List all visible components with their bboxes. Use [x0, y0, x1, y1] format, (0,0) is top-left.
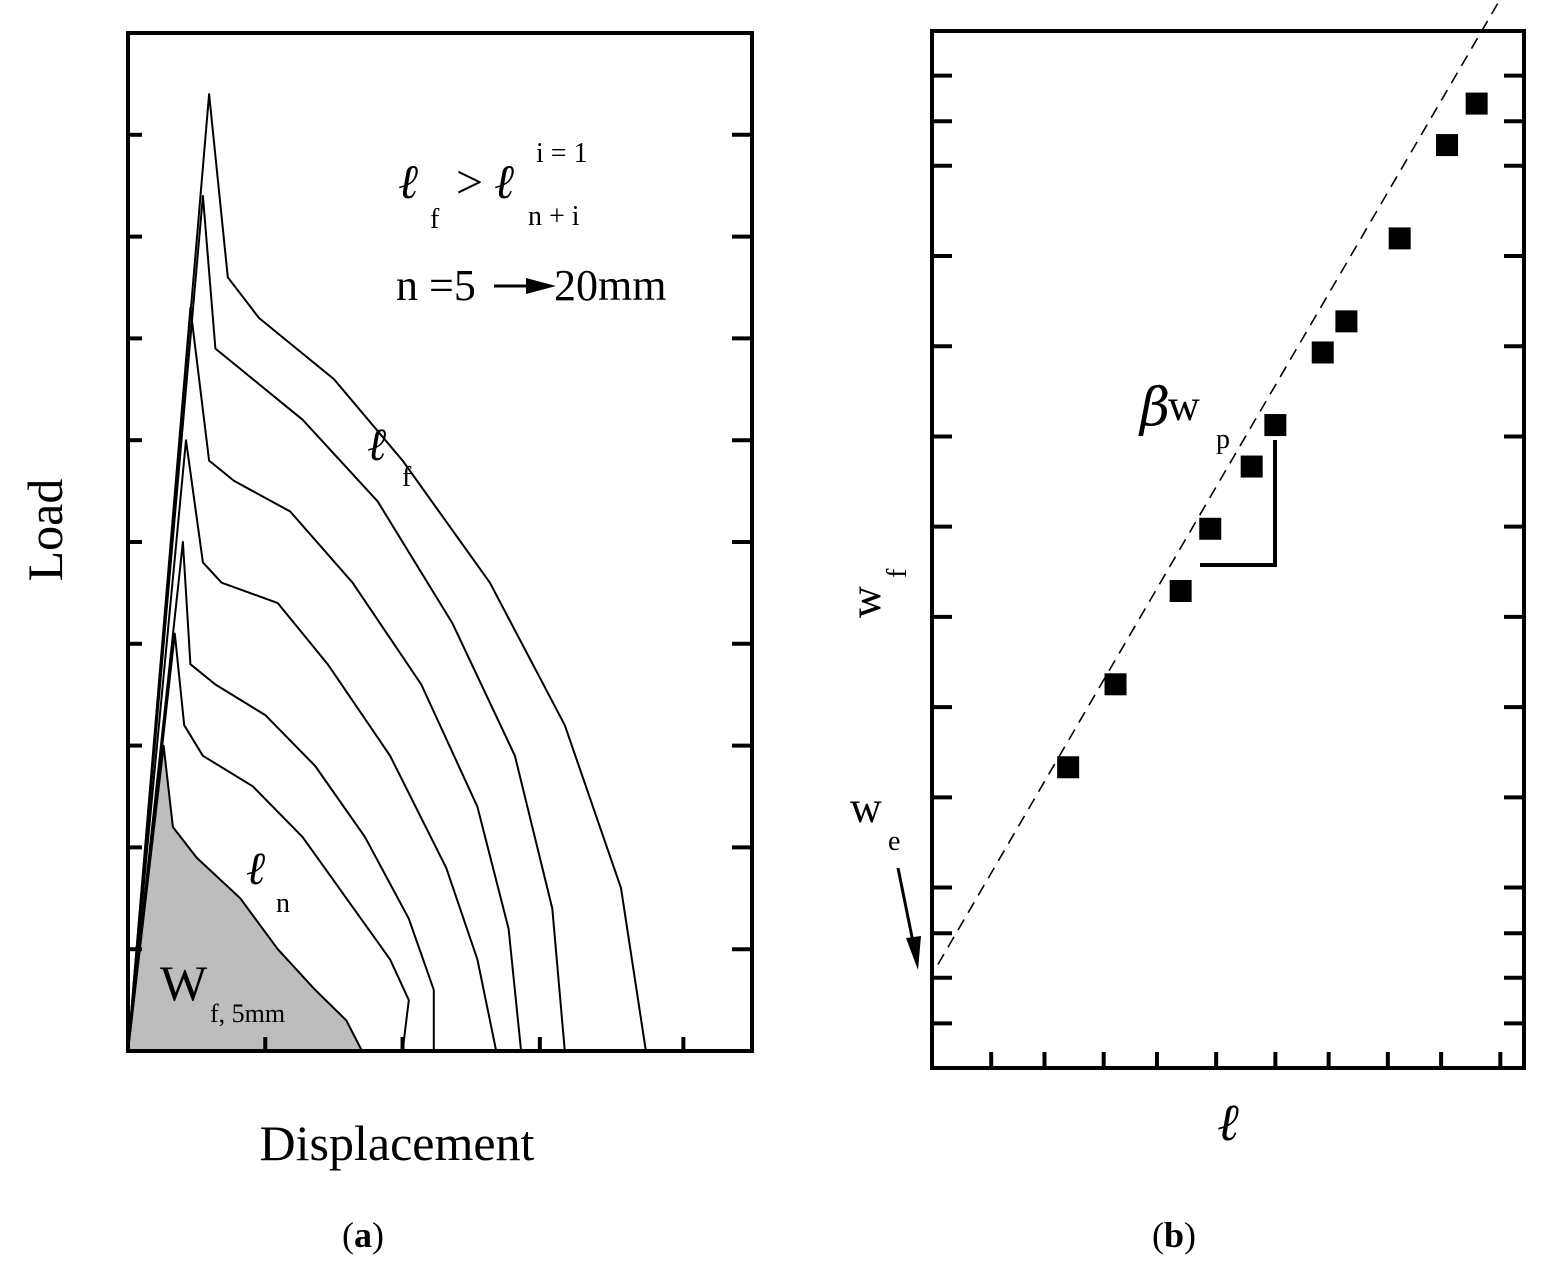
load-curve-4 [127, 439, 498, 1052]
slope-label: β w p [1138, 378, 1230, 455]
svg-text:f: f [882, 568, 913, 578]
panel-a-frame [126, 31, 754, 1053]
y-axis-label: w f [841, 568, 913, 618]
data-point-4 [1199, 517, 1222, 540]
svg-text:20mm: 20mm [554, 261, 666, 310]
x-axis-label: ℓ [1217, 1093, 1239, 1153]
svg-text:(b): (b) [1152, 1215, 1196, 1255]
svg-text:ℓ: ℓ [246, 841, 266, 895]
load-curve-3 [127, 541, 435, 1052]
data-point-1 [1057, 756, 1080, 779]
panel-a: Load Displacement ℓ f > ℓ i = 1 n + i n … [17, 31, 754, 1171]
data-point-5 [1240, 455, 1263, 478]
panel-label-b: (b) [1152, 1215, 1196, 1255]
range-arrow-head [526, 278, 556, 294]
shaded-area-5mm [128, 745, 362, 1051]
data-point-7 [1311, 341, 1334, 364]
panel-b-ticks [932, 73, 1524, 1068]
svg-text:n =5: n =5 [396, 261, 476, 310]
svg-text:(a): (a) [342, 1215, 384, 1255]
svg-text:ℓ: ℓ [367, 417, 387, 471]
intercept-arrow-head [906, 936, 921, 970]
load-curve-7 [127, 93, 647, 1052]
load-curve-2 [127, 632, 410, 1052]
fit-line [937, 0, 1501, 965]
load-curves [127, 93, 647, 1052]
svg-text:f: f [402, 462, 412, 493]
range-annotation: n =5 20mm [396, 261, 666, 310]
panel-b: β w p w f w e ℓ [841, 0, 1526, 1153]
curve-label-lf: ℓ f [367, 417, 412, 493]
panel-a-ticks [128, 132, 752, 1051]
data-points [1057, 92, 1488, 779]
data-point-6 [1264, 414, 1287, 437]
svg-text:p: p [1216, 424, 1230, 455]
y-axis-label: Load [17, 479, 73, 582]
panel-b-frame [930, 29, 1526, 1070]
intercept-label: w e [850, 783, 900, 857]
data-point-9 [1388, 227, 1411, 250]
svg-text:W: W [160, 955, 208, 1011]
svg-text:ℓ: ℓ [398, 154, 418, 210]
data-point-11 [1465, 92, 1488, 115]
curve-label-ln: ℓ n [246, 841, 290, 919]
svg-text:w: w [850, 783, 882, 832]
svg-text:f, 5mm: f, 5mm [210, 999, 285, 1028]
svg-text:β: β [1138, 378, 1170, 438]
svg-text:w: w [841, 586, 890, 618]
svg-text:i = 1: i = 1 [536, 138, 588, 169]
svg-text:f: f [430, 204, 440, 235]
svg-text:n + i: n + i [528, 201, 580, 232]
svg-text:e: e [888, 826, 900, 857]
data-point-10 [1436, 134, 1459, 157]
inequality-annotation: ℓ f > ℓ i = 1 n + i [398, 138, 588, 235]
intercept-arrow-line [896, 867, 915, 943]
svg-text:w: w [1168, 381, 1200, 430]
load-curve-6 [127, 194, 566, 1052]
data-point-3 [1169, 579, 1192, 602]
data-point-2 [1104, 673, 1127, 696]
x-axis-label: Displacement [260, 1115, 535, 1171]
data-point-8 [1335, 310, 1358, 333]
load-curve-1 [127, 744, 363, 1052]
panel-label-a: (a) [342, 1215, 384, 1255]
svg-text:>: > [456, 156, 483, 209]
area-label: W f, 5mm [160, 955, 285, 1028]
svg-text:ℓ: ℓ [494, 154, 514, 210]
load-curve-5 [127, 306, 523, 1052]
slope-triangle [1200, 440, 1277, 567]
svg-text:n: n [276, 888, 290, 919]
